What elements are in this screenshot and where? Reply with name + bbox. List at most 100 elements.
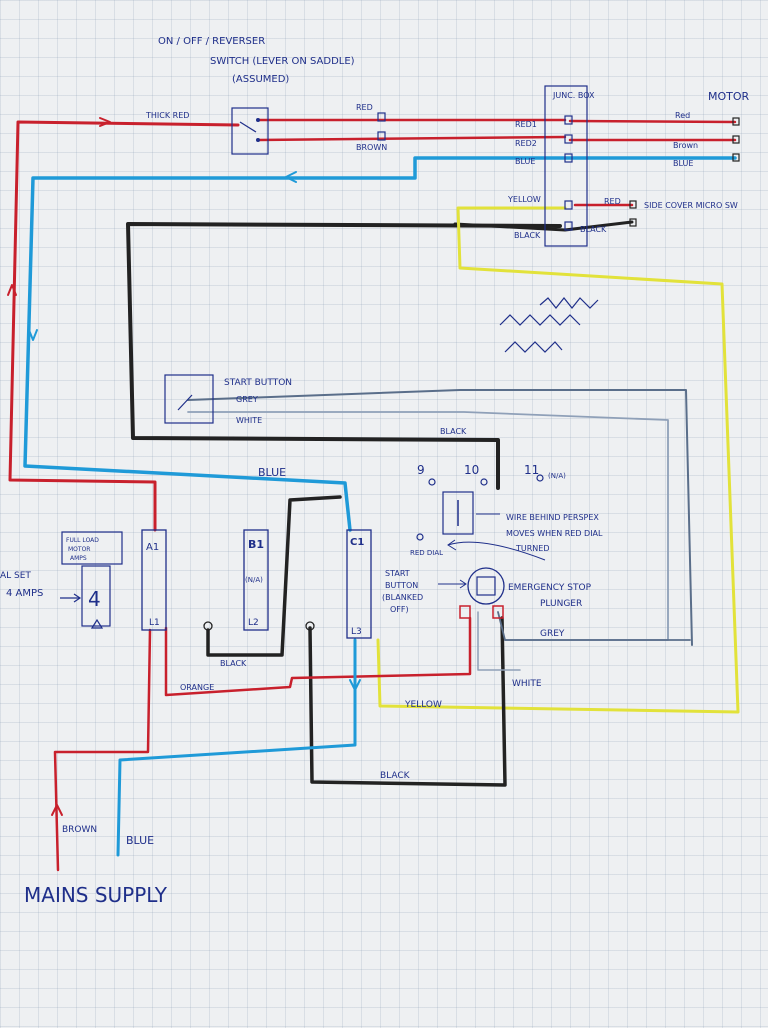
thick-red-label: THICK RED [145,111,189,120]
terminal-9-icon [428,478,436,486]
junction-box [544,85,588,247]
dial-set-label-2: 4 AMPS [6,588,43,599]
mains-supply-label: MAINS SUPPLY [24,883,168,907]
blue-long-label: BLUE [258,466,286,479]
terminal-10-label: 10 [464,463,479,477]
black-long-label: BLACK [440,427,467,436]
flm-label-1: FULL LOAD [66,537,99,544]
switch-lever [239,121,257,133]
l1-label: L1 [149,618,160,628]
red1-label: RED1 [515,120,537,129]
amps-dial-box [81,565,111,627]
flm-value: 4 [88,587,101,611]
wire-black-loop [126,222,562,490]
switch-title-1: ON / OFF / REVERSER [158,36,265,47]
flm-label-2: MOTOR [68,546,90,553]
black-jb-label: BLACK [514,231,541,240]
c1-label: C1 [350,537,364,548]
side-cover-label: SIDE COVER MICRO SW [644,201,738,210]
wire-grey [187,389,693,646]
terminal-10-icon [480,478,488,486]
start-blanked-2: BUTTON [385,581,418,590]
wire-white-bottom [477,611,521,671]
wire-black-l2 [206,495,342,657]
junction-box-label: JUNC. BOX [552,91,595,100]
emergency-label-2: PLUNGER [540,599,582,609]
emergency-label-1: EMERGENCY STOP [508,583,592,593]
micro-switch-terminal-icon [629,218,637,227]
scribble-marks [499,297,599,353]
black-small-label: BLACK [220,659,247,668]
l3-label: L3 [351,627,362,637]
arrow-icon [99,117,111,127]
motor-blue-label: BLUE [673,159,693,168]
start-button-label: START BUTTON [224,378,292,388]
arrow-icon [73,593,82,603]
l2-label: L2 [248,618,259,628]
reverser-switch-box [231,107,269,155]
arrow-icon [28,329,38,341]
red-top-label: RED [356,103,373,112]
arrow-icon [7,284,17,296]
a1-label: A1 [146,542,159,553]
grey-bottom-label: GREY [540,629,565,639]
switch-title-3: (ASSUMED) [232,74,289,85]
terminal-11-label: 11 [524,463,539,477]
black-bottom-label: BLACK [380,771,411,781]
start-blanked-4: OFF) [390,605,409,614]
wire-blue-loop [23,156,737,532]
terminal-block-a1 [141,529,167,631]
brown-top-label: BROWN [356,143,387,152]
blue-mains-label: BLUE [126,834,154,847]
b1-label: B1 [248,538,264,551]
switch-title-2: SWITCH (LEVER ON SADDLE) [210,56,355,67]
flm-label-3: AMPS [70,555,87,562]
orange-label: ORANGE [180,683,214,692]
arrow-icon [51,804,63,816]
wire-grey-bottom [497,611,691,641]
motor-terminal-icon [732,135,740,144]
grey-label: GREY [236,395,258,404]
white-bottom-label: WHITE [512,679,542,689]
dial-set-label-1: AL SET [0,571,31,581]
wire-behind-1: WIRE BEHIND PERSPEX [506,513,599,522]
terminal-icon [377,112,386,122]
wire-brown-2 [256,135,567,142]
red-dial-label: RED DIAL [410,549,443,557]
terminal-9-label: 9 [417,463,425,477]
wire-orange [164,616,472,697]
wire-brown-mains [53,628,152,872]
red-dial-icon [416,533,424,541]
yellow-jb-label: YELLOW [507,195,541,204]
motor-brown-label: Brown [673,141,698,150]
motor-terminal-icon [732,117,740,126]
perspex-wire-box [442,491,474,535]
wire-behind-2: MOVES WHEN RED DIAL [506,529,603,538]
wire-thick-red [8,120,240,532]
red2-label: RED2 [515,139,537,148]
terminal-block-c1 [346,529,372,639]
terminal-11-note: (N/A) [548,472,566,480]
red-jb-label: RED [604,197,621,206]
full-load-amps-box [61,531,123,565]
micro-switch-terminal-icon [629,200,637,209]
wire-motor-red [568,119,737,124]
motor-red-label: Red [675,111,690,120]
blue-mid-label: BLUE [515,157,535,166]
wire-behind-3: TURNED [515,544,550,553]
terminal-11-icon [536,474,544,482]
wire-yellow [376,206,740,714]
emergency-stop-icon [467,567,505,605]
na-label: (N/A) [245,576,263,584]
arrow-icon [285,171,297,183]
yellow-bottom-label: YELLOW [404,700,442,710]
terminal-icon [377,131,386,141]
terminal-block-b1 [243,529,269,631]
wire-blue-mains [116,638,357,857]
white-label: WHITE [236,416,262,425]
start-button-box [164,374,214,424]
black-jb2-label: BLACK [580,225,607,234]
motor-terminal-icon [732,153,740,162]
